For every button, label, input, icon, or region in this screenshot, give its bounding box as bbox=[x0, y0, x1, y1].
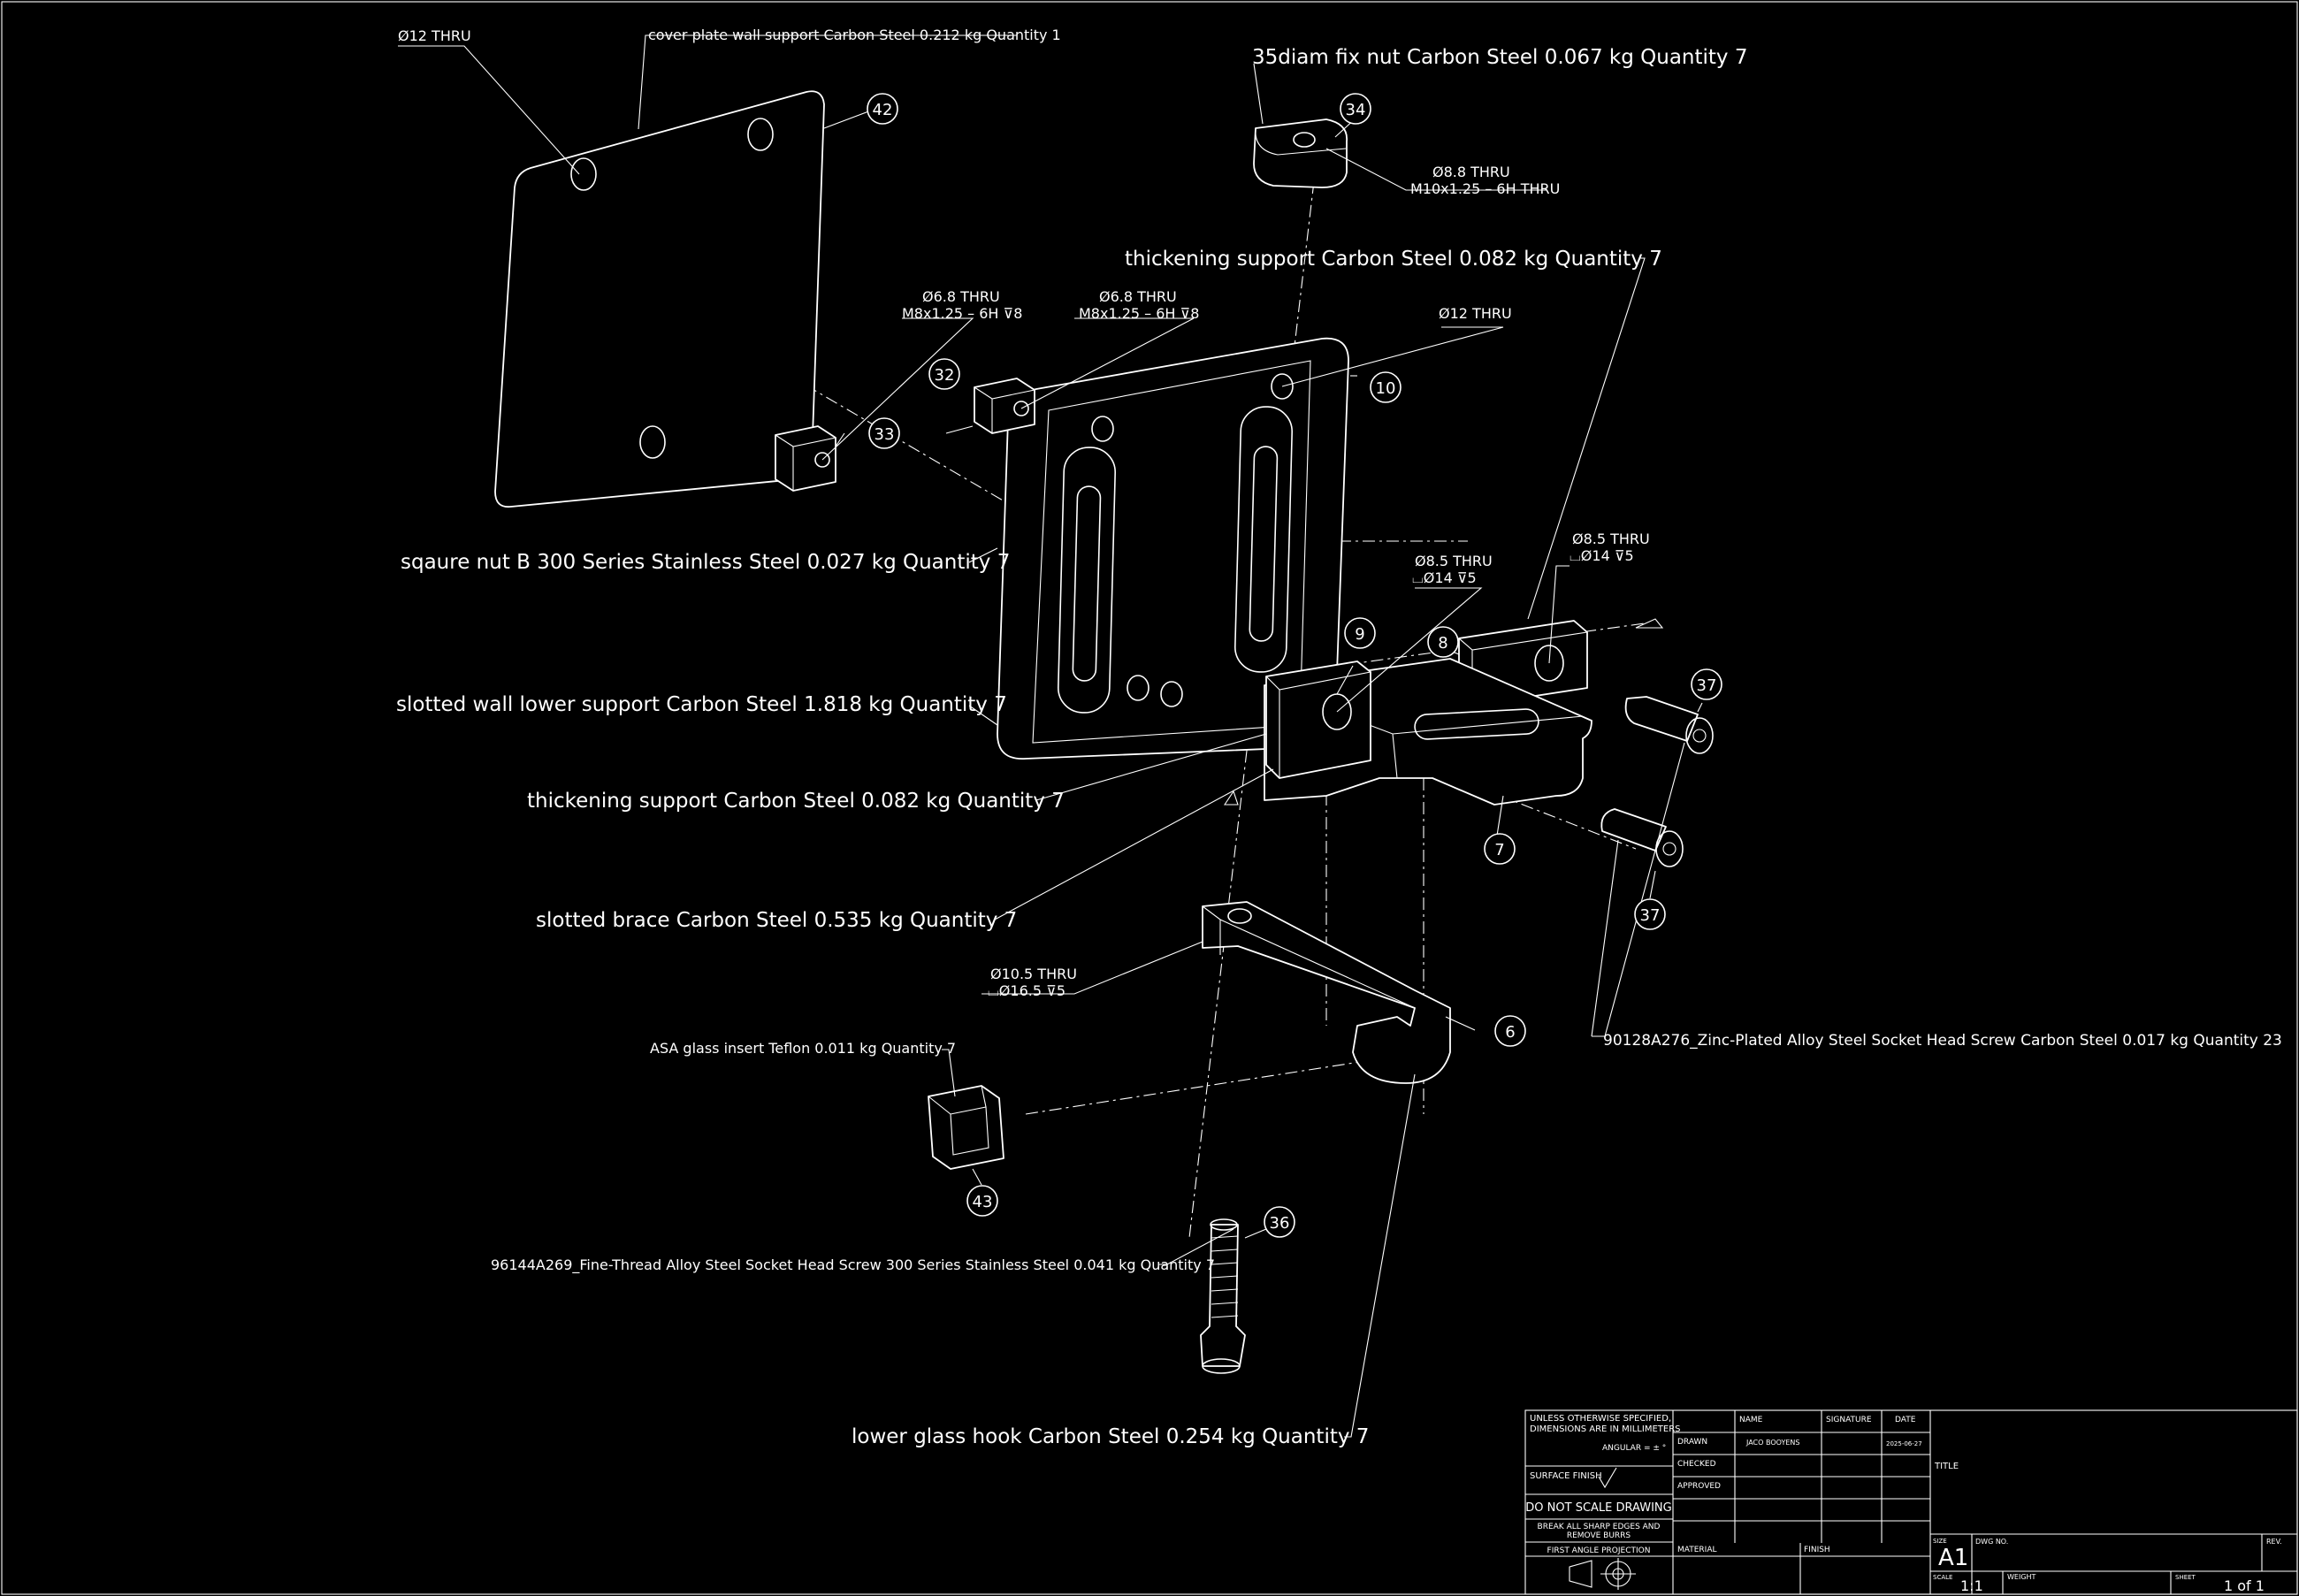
balloon-34: 34 bbox=[1340, 93, 1371, 125]
square-nut-part bbox=[775, 378, 1035, 492]
tb-sheet-label: SHEET bbox=[2175, 1574, 2196, 1581]
label-thickening-support-top: thickening support Carbon Steel 0.082 kg… bbox=[1125, 248, 1662, 271]
glass-insert-part bbox=[928, 1085, 1004, 1170]
balloon-8: 8 bbox=[1427, 626, 1459, 658]
svg-text:6: 6 bbox=[1505, 1023, 1515, 1042]
leader-lines bbox=[398, 34, 1703, 1438]
balloon-36: 36 bbox=[1264, 1206, 1295, 1238]
tb-drawn-name: JACO BOOYENS bbox=[1745, 1439, 1799, 1447]
hole-callout-nut-32-2: M8x1.25 – 6H ⊽8 bbox=[1079, 305, 1199, 322]
tb-dwg-no: DWG NO. bbox=[1975, 1538, 2008, 1546]
hole-callout-nut-33-2: M8x1.25 – 6H ⊽8 bbox=[902, 305, 1022, 322]
label-thickening-support-bottom: thickening support Carbon Steel 0.082 kg… bbox=[527, 790, 1065, 813]
hole-callout-nut-32-1: Ø6.8 THRU bbox=[1099, 288, 1177, 305]
hole-callout-cover-plate: Ø12 THRU bbox=[398, 27, 471, 44]
balloon-7: 7 bbox=[1484, 833, 1516, 865]
hole-callout-support-9-1: Ø8.5 THRU bbox=[1415, 553, 1493, 569]
balloon-32: 32 bbox=[928, 358, 960, 390]
hole-callout-support-9-2: ⌴Ø14 ⊽5 bbox=[1412, 569, 1477, 586]
tb-scale: 1:1 bbox=[1960, 1577, 1983, 1594]
tb-do-not-scale: DO NOT SCALE DRAWING bbox=[1525, 1501, 1671, 1515]
tb-projection: FIRST ANGLE PROJECTION bbox=[1547, 1546, 1651, 1555]
balloon-43: 43 bbox=[966, 1185, 998, 1217]
label-lower-glass-hook: lower glass hook Carbon Steel 0.254 kg Q… bbox=[852, 1425, 1369, 1448]
tb-break-edges-1: BREAK ALL SHARP EDGES AND bbox=[1538, 1523, 1661, 1531]
surface-finish-icon bbox=[1598, 1467, 1617, 1489]
tb-size-label: SIZE bbox=[1933, 1538, 1947, 1545]
label-socket-head-screw: 90128A276_Zinc-Plated Alloy Steel Socket… bbox=[1603, 1032, 2282, 1050]
balloon-33: 33 bbox=[868, 417, 900, 449]
tb-drawn-date: 2025-06-27 bbox=[1886, 1440, 1922, 1447]
tb-surface-finish: SURFACE FINISH bbox=[1530, 1471, 1602, 1481]
label-slotted-wall-support: slotted wall lower support Carbon Steel … bbox=[396, 693, 1007, 716]
tb-break-edges-2: REMOVE BURRS bbox=[1567, 1531, 1631, 1540]
hole-callout-glass-hook-1: Ø10.5 THRU bbox=[990, 966, 1077, 982]
lower-glass-hook-part bbox=[1202, 901, 1451, 1084]
tb-title: TITLE bbox=[1934, 1462, 1959, 1471]
tb-sheet: 1 of 1 bbox=[2224, 1577, 2265, 1594]
fix-nut-part bbox=[1253, 118, 1348, 188]
tb-row-drawn: DRAWN bbox=[1677, 1438, 1707, 1447]
title-block: UNLESS OTHERWISE SPECIFIED, DIMENSIONS A… bbox=[1524, 1409, 2298, 1595]
svg-text:33: 33 bbox=[875, 425, 895, 444]
cover-plate-part bbox=[494, 90, 825, 508]
label-fix-nut: 35diam fix nut Carbon Steel 0.067 kg Qua… bbox=[1252, 46, 1747, 69]
hole-callout-wall-support: Ø12 THRU bbox=[1439, 305, 1512, 322]
tb-note-1: UNLESS OTHERWISE SPECIFIED, bbox=[1530, 1414, 1671, 1424]
label-fine-thread-screw: 96144A269_Fine-Thread Alloy Steel Socket… bbox=[491, 1256, 1215, 1274]
svg-text:8: 8 bbox=[1438, 634, 1447, 653]
balloon-10: 10 bbox=[1370, 371, 1402, 403]
tb-rev: REV. bbox=[2266, 1538, 2282, 1546]
svg-text:32: 32 bbox=[935, 366, 955, 385]
hole-callout-fix-nut-1: Ø8.8 THRU bbox=[1432, 164, 1510, 180]
tb-scale-label: SCALE bbox=[1933, 1574, 1952, 1581]
label-square-nut: sqaure nut B 300 Series Stainless Steel … bbox=[401, 551, 1010, 574]
weld-symbol bbox=[1223, 618, 1664, 806]
tb-material: MATERIAL bbox=[1677, 1546, 1717, 1554]
tb-row-approved: APPROVED bbox=[1677, 1482, 1721, 1491]
svg-text:9: 9 bbox=[1355, 625, 1364, 644]
svg-text:34: 34 bbox=[1346, 101, 1366, 119]
balloon-6: 6 bbox=[1494, 1015, 1526, 1047]
balloon-37-top: 37 bbox=[1691, 668, 1722, 700]
tb-note-2: DIMENSIONS ARE IN MILLIMETERS bbox=[1530, 1424, 1680, 1434]
hole-callout-glass-hook-2: ⌴Ø16.5 ⊽5 bbox=[988, 982, 1065, 999]
svg-text:43: 43 bbox=[973, 1193, 993, 1211]
balloon-37-bottom: 37 bbox=[1634, 898, 1666, 930]
svg-text:10: 10 bbox=[1376, 379, 1396, 398]
slotted-brace-part bbox=[1264, 658, 1592, 806]
label-cover-plate: cover plate wall support Carbon Steel 0.… bbox=[648, 27, 1061, 43]
part-labels: Ø12 THRU cover plate wall support Carbon… bbox=[396, 27, 2282, 1448]
hole-callout-support-8-2: ⌴Ø14 ⊽5 bbox=[1570, 547, 1634, 564]
tb-col-name: NAME bbox=[1739, 1416, 1763, 1424]
socket-head-screw-part bbox=[1600, 696, 1714, 867]
tb-size: A1 bbox=[1938, 1545, 1968, 1571]
label-slotted-brace: slotted brace Carbon Steel 0.535 kg Quan… bbox=[536, 909, 1017, 932]
svg-text:37: 37 bbox=[1640, 906, 1661, 925]
hole-callout-nut-33-1: Ø6.8 THRU bbox=[922, 288, 1000, 305]
tb-col-date: DATE bbox=[1895, 1416, 1916, 1424]
hole-callout-support-8-1: Ø8.5 THRU bbox=[1572, 531, 1650, 547]
first-angle-projection-icon bbox=[1569, 1558, 1636, 1590]
tb-finish: FINISH bbox=[1804, 1546, 1830, 1554]
svg-text:36: 36 bbox=[1270, 1214, 1290, 1233]
balloon-42: 42 bbox=[867, 93, 898, 125]
svg-text:42: 42 bbox=[873, 101, 893, 119]
tb-row-checked: CHECKED bbox=[1677, 1460, 1716, 1469]
slotted-wall-support-part bbox=[997, 337, 1349, 760]
hole-callout-fix-nut-2: M10x1.25 – 6H THRU bbox=[1410, 180, 1560, 197]
svg-text:37: 37 bbox=[1697, 676, 1717, 695]
balloon-9: 9 bbox=[1344, 617, 1376, 649]
svg-text:7: 7 bbox=[1494, 841, 1504, 859]
fine-thread-screw-part bbox=[1200, 1218, 1246, 1374]
label-glass-insert: ASA glass insert Teflon 0.011 kg Quantit… bbox=[650, 1040, 956, 1057]
tb-col-signature: SIGNATURE bbox=[1826, 1416, 1872, 1424]
tb-angular: ANGULAR = ± ° bbox=[1602, 1444, 1666, 1453]
tb-weight: WEIGHT bbox=[2007, 1573, 2036, 1581]
